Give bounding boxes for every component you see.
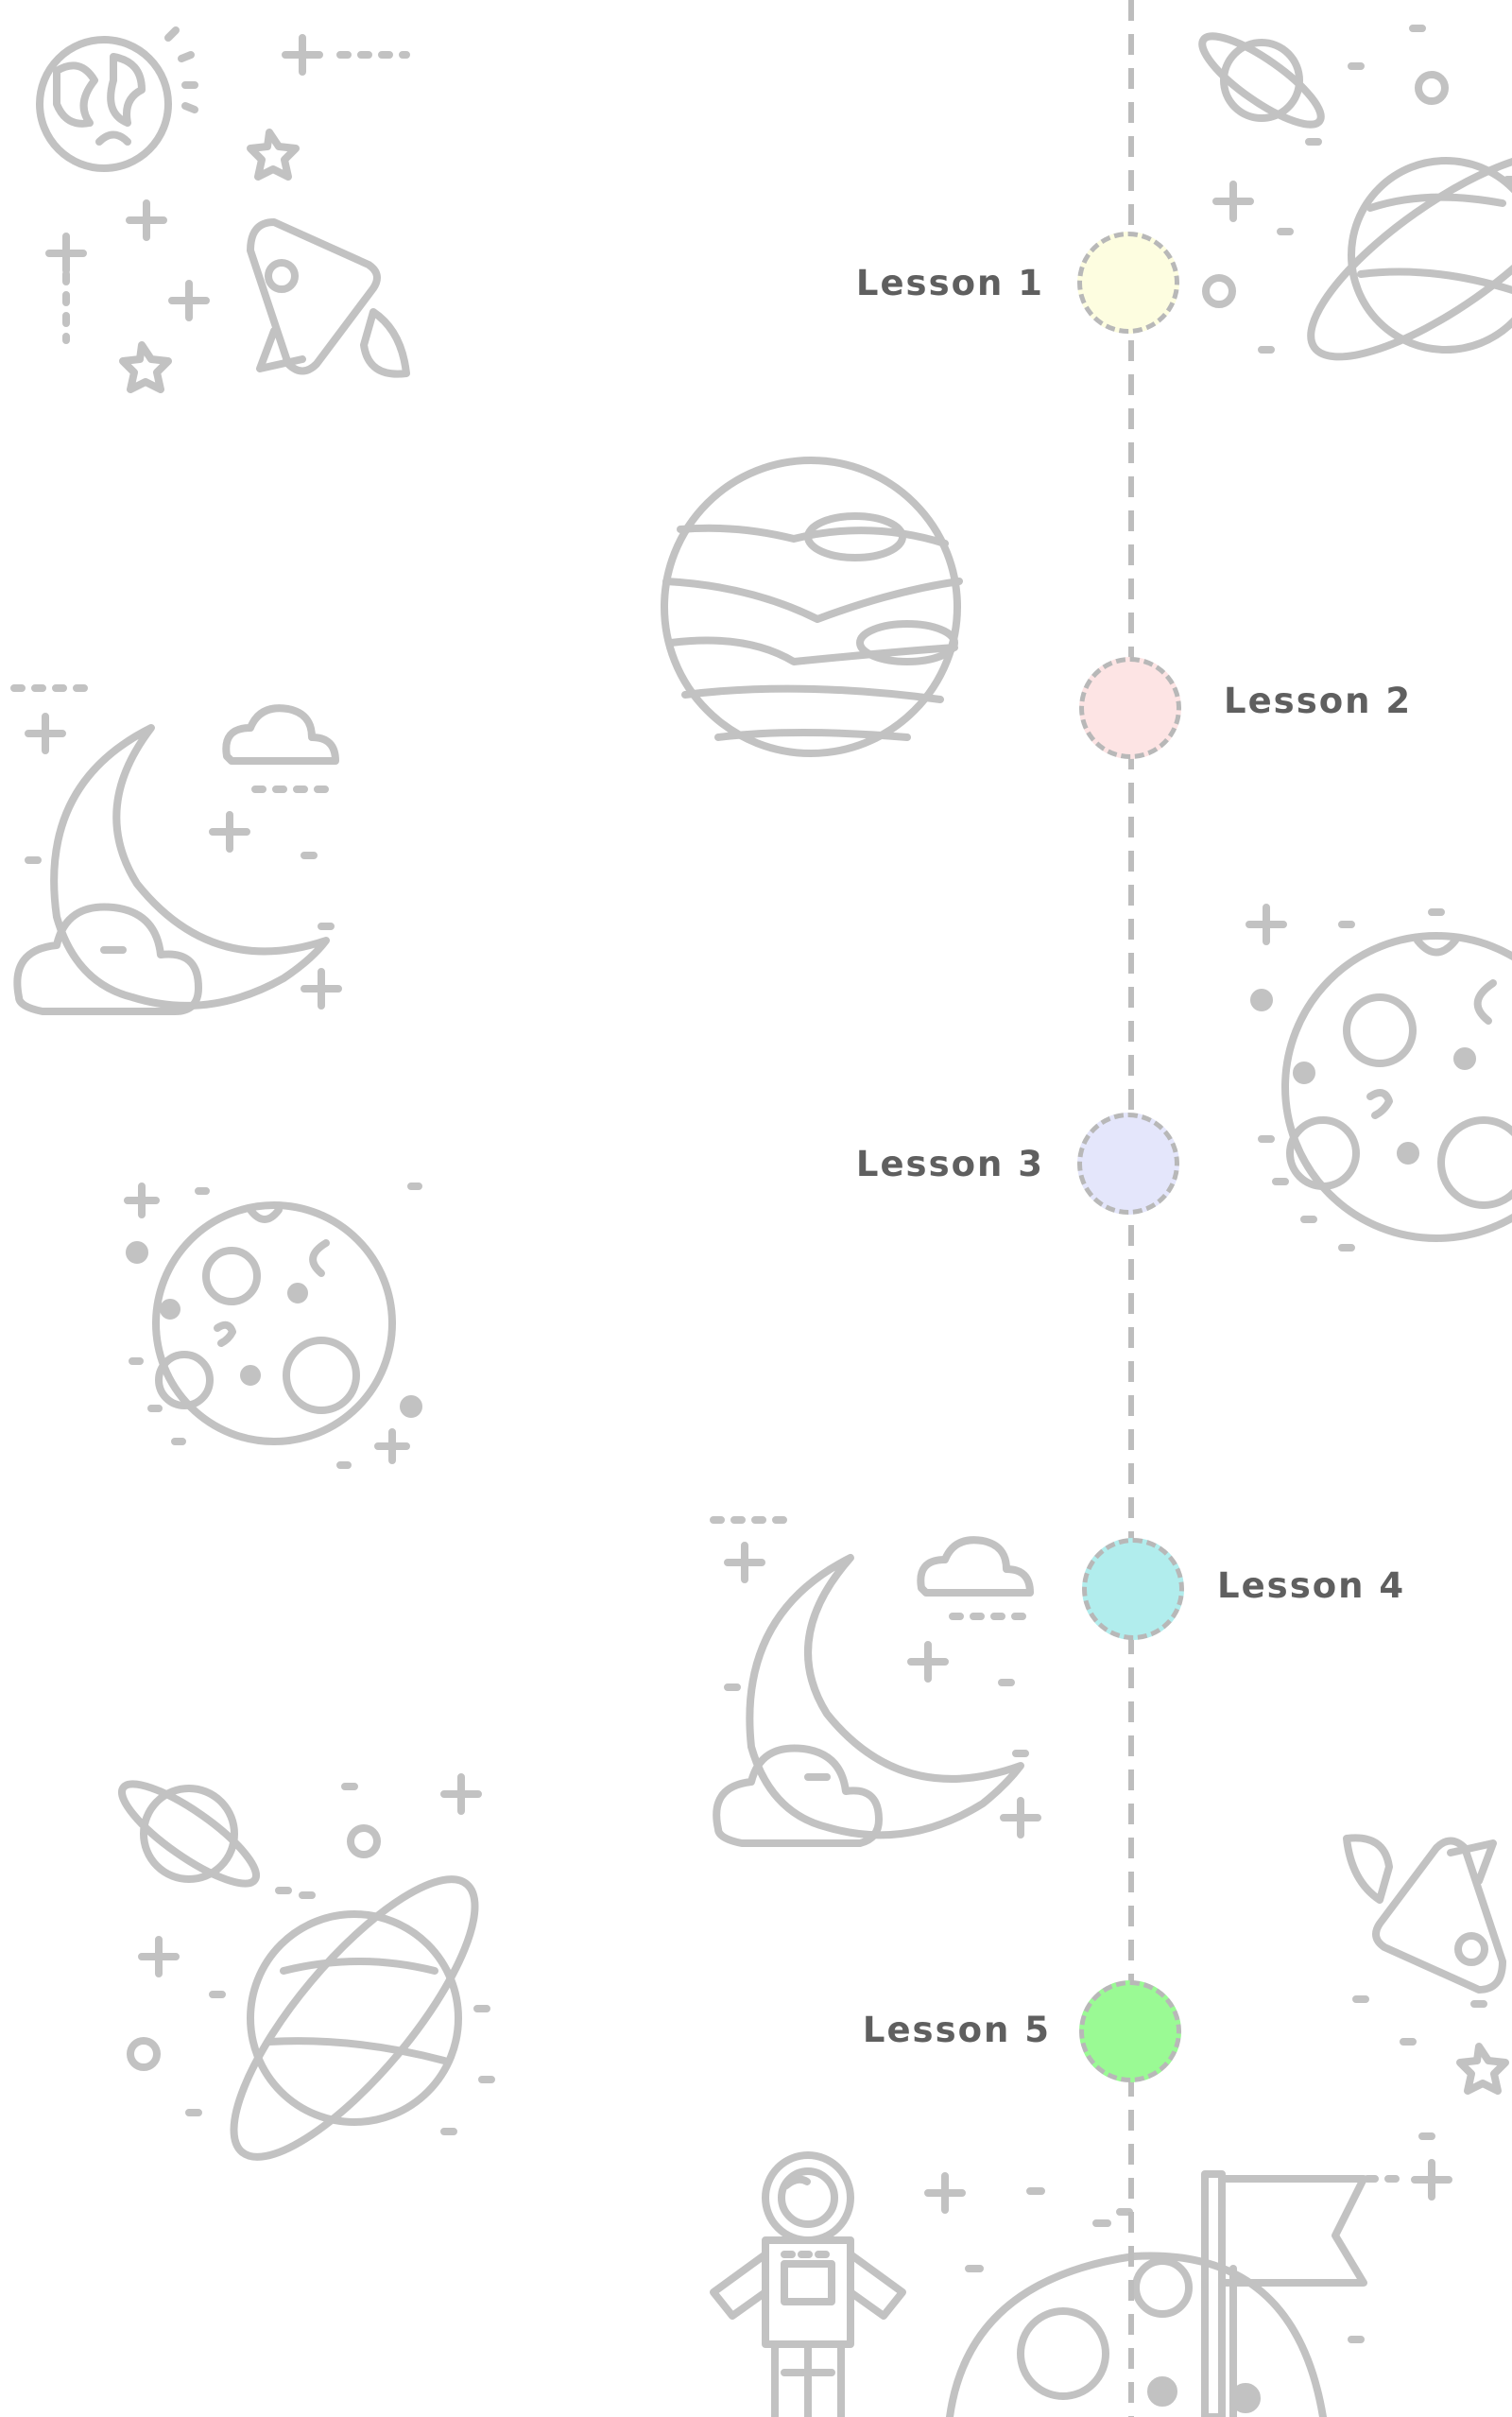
lesson-3-label[interactable]: Lesson 3 (855, 1144, 1044, 1184)
lesson-2-label[interactable]: Lesson 2 (1224, 681, 1413, 721)
lesson-2-node[interactable] (1079, 657, 1181, 759)
rocket-icon (1343, 1834, 1506, 1994)
earth-icon (36, 26, 198, 172)
lesson-1-node[interactable] (1077, 232, 1179, 334)
lesson-4-node[interactable] (1082, 1538, 1184, 1640)
saturn-icon (1307, 149, 1512, 361)
moon-cloud-icon (10, 684, 342, 1015)
lesson-3-node[interactable] (1077, 1113, 1179, 1215)
lesson-4-label[interactable]: Lesson 4 (1217, 1565, 1406, 1606)
saturn-icon (118, 1780, 260, 1888)
lesson-5-label[interactable]: Lesson 5 (862, 2010, 1051, 2050)
saturn-icon (230, 1875, 479, 2161)
star-icon (247, 129, 300, 181)
star-icon (1456, 2043, 1509, 2095)
astronaut-icon (710, 2151, 906, 2417)
jupiter-icon (661, 457, 963, 757)
lesson-1-label[interactable]: Lesson 1 (855, 263, 1044, 303)
rocket-icon (247, 218, 410, 378)
saturn-icon (1198, 32, 1325, 129)
cratered-moon-icon (1246, 904, 1512, 1252)
lesson-5-node[interactable] (1079, 1980, 1181, 2082)
cratered-moon-icon (124, 1183, 422, 1469)
star-icon (119, 341, 172, 393)
moon-cloud-icon (710, 1516, 1041, 1847)
